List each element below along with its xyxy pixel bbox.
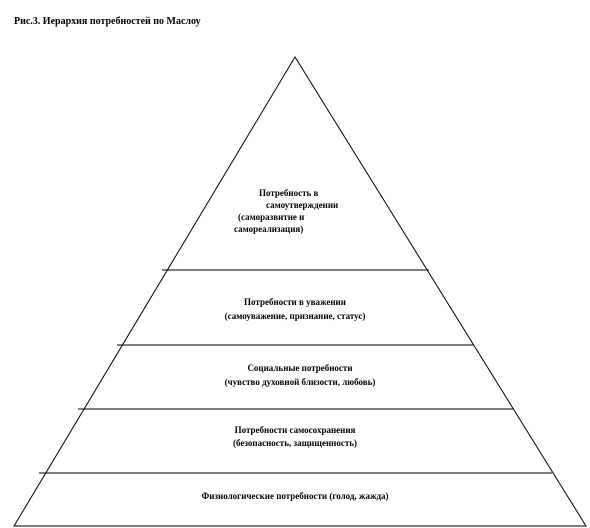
level-social: Социальные потребности (чувство духовной… xyxy=(150,362,450,388)
level-self-actualization-detail-cont: самореализация) xyxy=(234,224,304,234)
level-physiological-title: Физиологические потребности (голод, жажд… xyxy=(201,491,389,501)
level-self-actualization-title-cont: самоутверждении xyxy=(266,200,339,210)
level-self-actualization-title: Потребность в xyxy=(259,188,319,198)
level-self-actualization: Потребность в самоутверждении (саморазви… xyxy=(232,187,362,235)
level-esteem-detail: (самоуважение, признание, статус) xyxy=(224,311,366,321)
figure-caption: Рис.3. Иерархия потребностей по Маслоу xyxy=(14,16,201,27)
level-self-actualization-detail: (саморазвитие и xyxy=(238,212,305,222)
level-esteem-title: Потребности в уважении xyxy=(244,297,346,307)
level-safety-title: Потребности самосохранения xyxy=(234,425,356,435)
level-social-detail: (чувство духовной близости, любовь) xyxy=(224,377,376,387)
level-esteem: Потребности в уважении (самоуважение, пр… xyxy=(160,296,430,322)
level-safety-detail: (безопасность, защищенность) xyxy=(232,438,357,448)
level-physiological: Физиологические потребности (голод, жажд… xyxy=(145,490,445,502)
level-safety: Потребности самосохранения (безопасность… xyxy=(145,424,445,449)
level-social-title: Социальные потребности xyxy=(247,363,353,373)
pyramid-outline xyxy=(13,56,587,527)
